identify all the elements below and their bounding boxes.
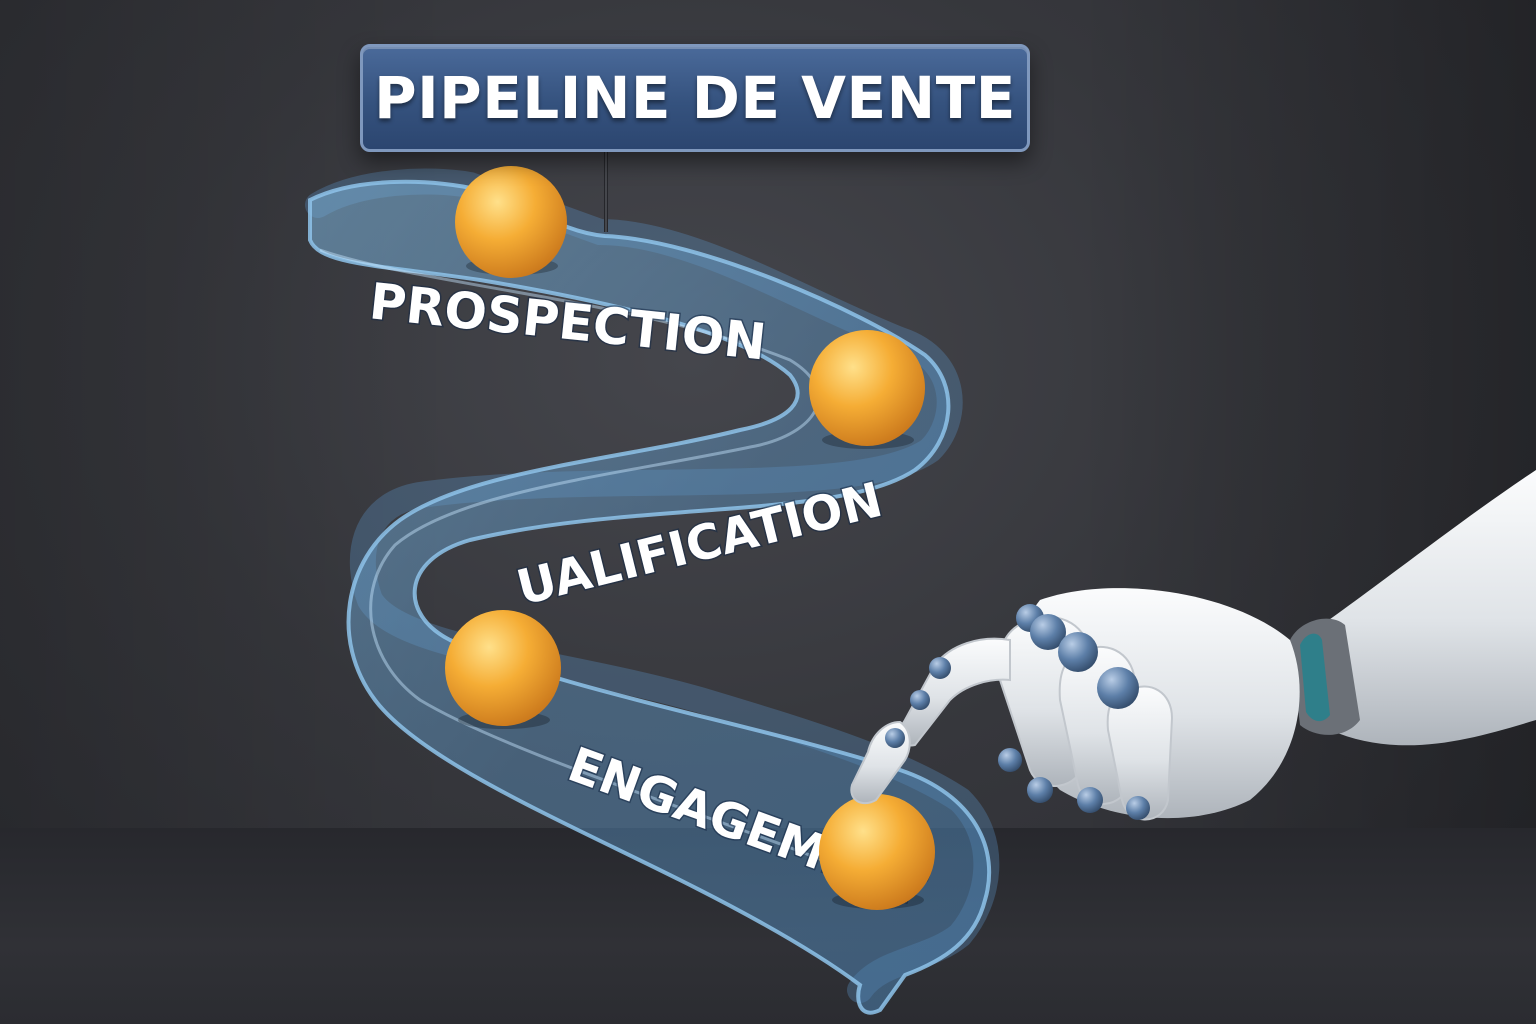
orange-ball-icon <box>445 610 561 729</box>
orange-ball-icon <box>809 330 925 449</box>
orange-ball-icon <box>455 166 567 278</box>
page-title: PIPELINE DE VENTE <box>374 64 1016 132</box>
robot-hand-icon <box>850 470 1536 821</box>
sign-wire <box>604 152 608 232</box>
title-sign: PIPELINE DE VENTE <box>360 44 1030 152</box>
orange-ball-icon <box>819 794 935 910</box>
ribbon-highlight <box>319 248 871 882</box>
